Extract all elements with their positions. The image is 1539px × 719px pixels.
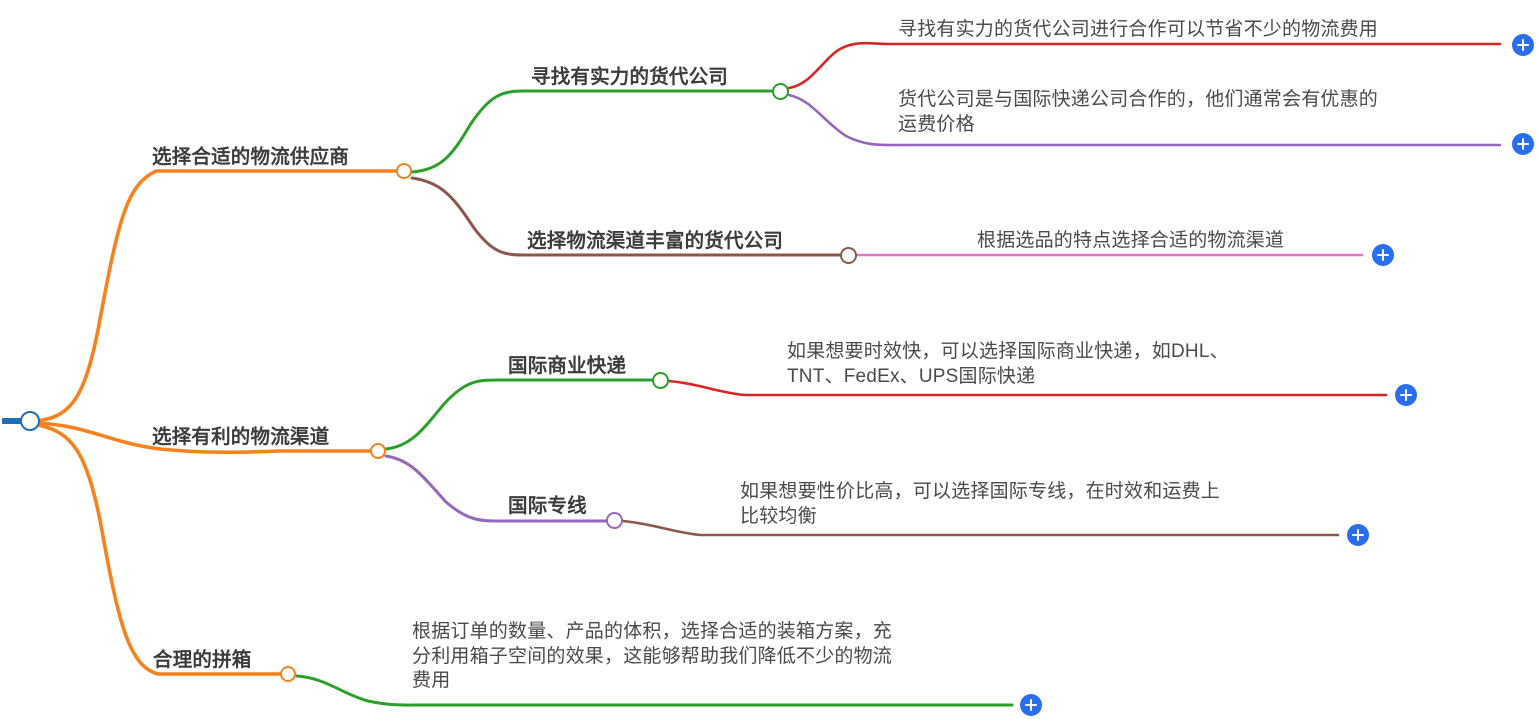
node-dot-b3[interactable] [280, 666, 296, 682]
node-label-b3[interactable]: 合理的拼箱 [153, 649, 252, 671]
edge-root-to-b1 [36, 169, 406, 423]
add-child-button-b2c2l1[interactable] [1347, 524, 1369, 546]
node-dot-b1c1[interactable] [772, 83, 789, 100]
add-child-button-b1c1l2[interactable] [1512, 133, 1534, 155]
edge-b1-to-b1c2 [410, 176, 842, 257]
edge-root-to-b2 [36, 421, 380, 455]
edge-b2-to-b2c1 [384, 378, 654, 451]
node-dot-b1[interactable] [396, 163, 412, 179]
node-label-b1c2[interactable]: 选择物流渠道丰富的货代公司 [527, 230, 784, 252]
edge-b2-to-b2c2 [384, 454, 608, 523]
root-node[interactable] [20, 411, 40, 431]
node-dot-b2c2[interactable] [606, 512, 623, 529]
node-label-b3l1[interactable]: 根据订单的数量、产品的体积，选择合适的装箱方案，充 分利用箱子空间的效果，这能够… [412, 621, 893, 692]
node-dot-b2[interactable] [370, 443, 386, 459]
node-label-b1[interactable]: 选择合适的物流供应商 [152, 146, 350, 168]
node-label-b2c1l1[interactable]: 如果想要时效快，可以选择国际商业快递，如DHL、 TNT、FedEx、UPS国际… [787, 341, 1229, 387]
node-label-b2c2l1[interactable]: 如果想要性价比高，可以选择国际专线，在时效和运费上 比较均衡 [740, 481, 1221, 527]
node-label-b1c1l2[interactable]: 货代公司是与国际快递公司合作的，他们通常会有优惠的 运费价格 [898, 89, 1379, 135]
edge-b2c1-to-leaf1 [667, 379, 1388, 397]
node-label-b2c1[interactable]: 国际商业快递 [508, 355, 627, 377]
edge-b1-to-b1c1 [410, 89, 774, 174]
edge-root-to-b3 [36, 423, 290, 676]
node-dot-b2c1[interactable] [652, 372, 669, 389]
root-stub [2, 418, 30, 424]
node-label-b1c1[interactable]: 寻找有实力的货代公司 [531, 66, 729, 88]
edge-b1c1-to-leaf1 [787, 41, 1502, 90]
node-label-b1c1l1[interactable]: 寻找有实力的货代公司进行合作可以节省不少的物流费用 [898, 19, 1379, 40]
node-dot-b1c2[interactable] [840, 247, 857, 264]
add-child-button-b2c1l1[interactable] [1395, 384, 1417, 406]
add-child-button-b1c2l1[interactable] [1372, 244, 1394, 266]
edge-b1c1-to-leaf2 [787, 93, 1502, 147]
add-child-button-b3l1[interactable] [1020, 694, 1042, 716]
node-label-b2[interactable]: 选择有利的物流渠道 [152, 426, 330, 448]
edge-b2c2-to-leaf1 [621, 519, 1340, 537]
node-label-b2c2[interactable]: 国际专线 [508, 495, 587, 517]
add-child-button-b1c1l1[interactable] [1512, 34, 1534, 56]
node-label-b1c2l1[interactable]: 根据选品的特点选择合适的物流渠道 [977, 230, 1285, 251]
edge-b3-to-leaf1 [295, 674, 1014, 707]
